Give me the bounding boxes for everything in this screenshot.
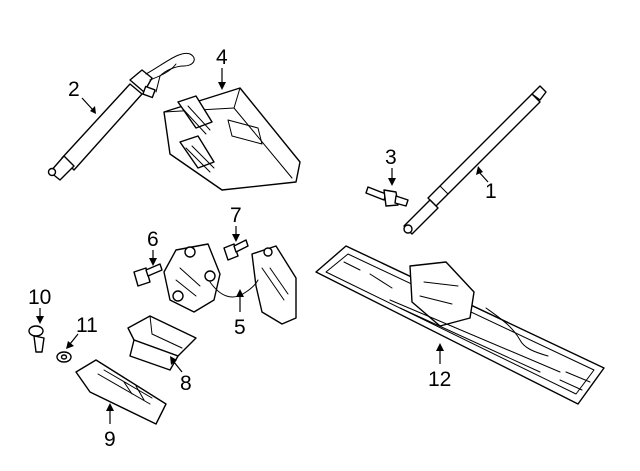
arrow-5 [236, 289, 244, 297]
callout-6: 6 [147, 228, 159, 251]
part-3-bolt [365, 186, 409, 207]
part-6-bolt [133, 263, 163, 287]
part-12-trim-panel-assembly [315, 245, 605, 405]
part-2-lift-strut-with-harness [47, 52, 195, 181]
callout-10: 10 [28, 286, 51, 309]
part-8-handle-housing [127, 315, 197, 371]
part-7-bolt [223, 239, 249, 261]
part-5-latch-actuator [163, 243, 297, 325]
part-1-lift-strut [403, 85, 547, 235]
arrow-10 [36, 316, 44, 324]
callout-7: 7 [230, 204, 242, 227]
part-4-control-module [163, 87, 301, 191]
callout-12: 12 [428, 368, 451, 391]
arrow-12 [436, 343, 444, 351]
callout-5: 5 [234, 316, 246, 339]
leader-11 [69, 333, 79, 345]
arrow-1 [476, 166, 483, 175]
arrow-11 [66, 341, 74, 349]
arrow-4 [218, 82, 226, 90]
callout-8: 8 [180, 372, 192, 395]
part-11-washer [56, 351, 72, 363]
callout-labels: 1 2 3 4 5 6 7 8 9 10 11 12 [28, 46, 497, 451]
callout-2: 2 [68, 78, 80, 101]
callout-9: 9 [104, 428, 116, 451]
callout-11: 11 [76, 314, 98, 337]
callout-3: 3 [385, 146, 397, 169]
arrow-8 [170, 356, 177, 365]
arrow-3 [388, 178, 396, 186]
arrow-2 [90, 106, 96, 114]
leader-2 [81, 97, 94, 111]
leader-8 [173, 361, 183, 373]
part-9-switch [75, 359, 167, 425]
leader-lines [36, 68, 489, 424]
arrow-9 [106, 403, 114, 411]
arrow-6 [149, 258, 157, 266]
arrow-7 [232, 234, 240, 242]
part-10-screw [28, 325, 45, 353]
leader-1 [478, 171, 489, 183]
callout-4: 4 [216, 46, 228, 69]
callout-1: 1 [485, 180, 497, 203]
